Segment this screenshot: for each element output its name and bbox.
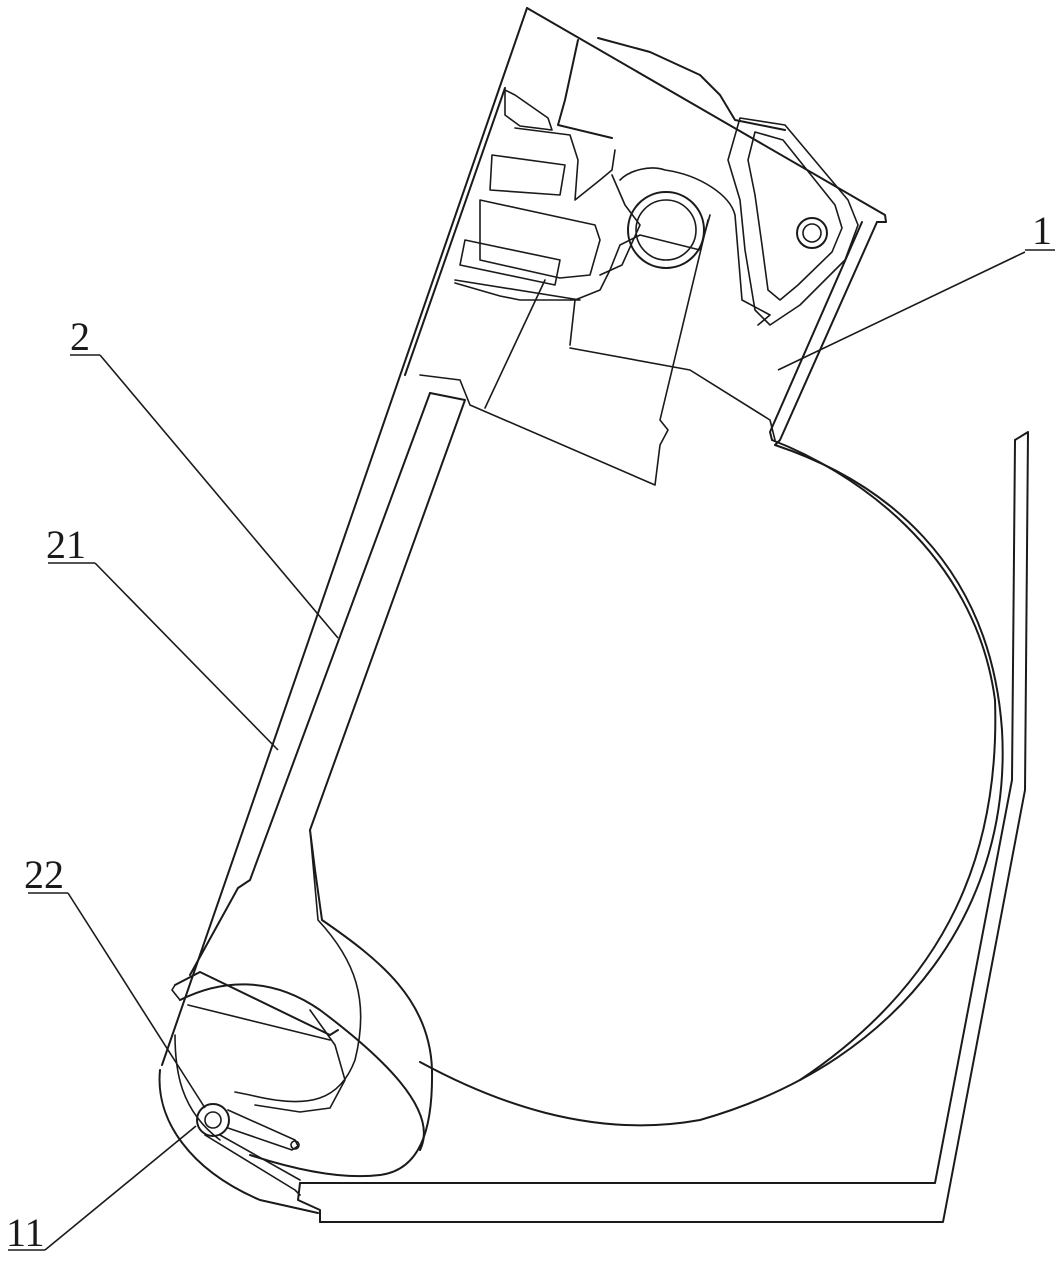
door-lever-part-2 xyxy=(160,393,465,1213)
right-frame xyxy=(298,432,1028,1222)
housing-part-1 xyxy=(162,8,1003,1125)
label-22: 22 xyxy=(24,852,64,897)
label-11: 11 xyxy=(6,1210,45,1255)
torsion-spring-22 xyxy=(197,1104,300,1195)
reference-leaders xyxy=(8,250,1055,1250)
main-pivot xyxy=(628,192,704,268)
latch-mechanism xyxy=(420,90,775,485)
label-2: 2 xyxy=(70,314,90,359)
label-21: 21 xyxy=(46,522,86,567)
label-1: 1 xyxy=(1032,208,1052,253)
reference-numerals: 1 2 21 22 11 xyxy=(6,208,1052,1255)
rocker-arm xyxy=(728,118,858,325)
